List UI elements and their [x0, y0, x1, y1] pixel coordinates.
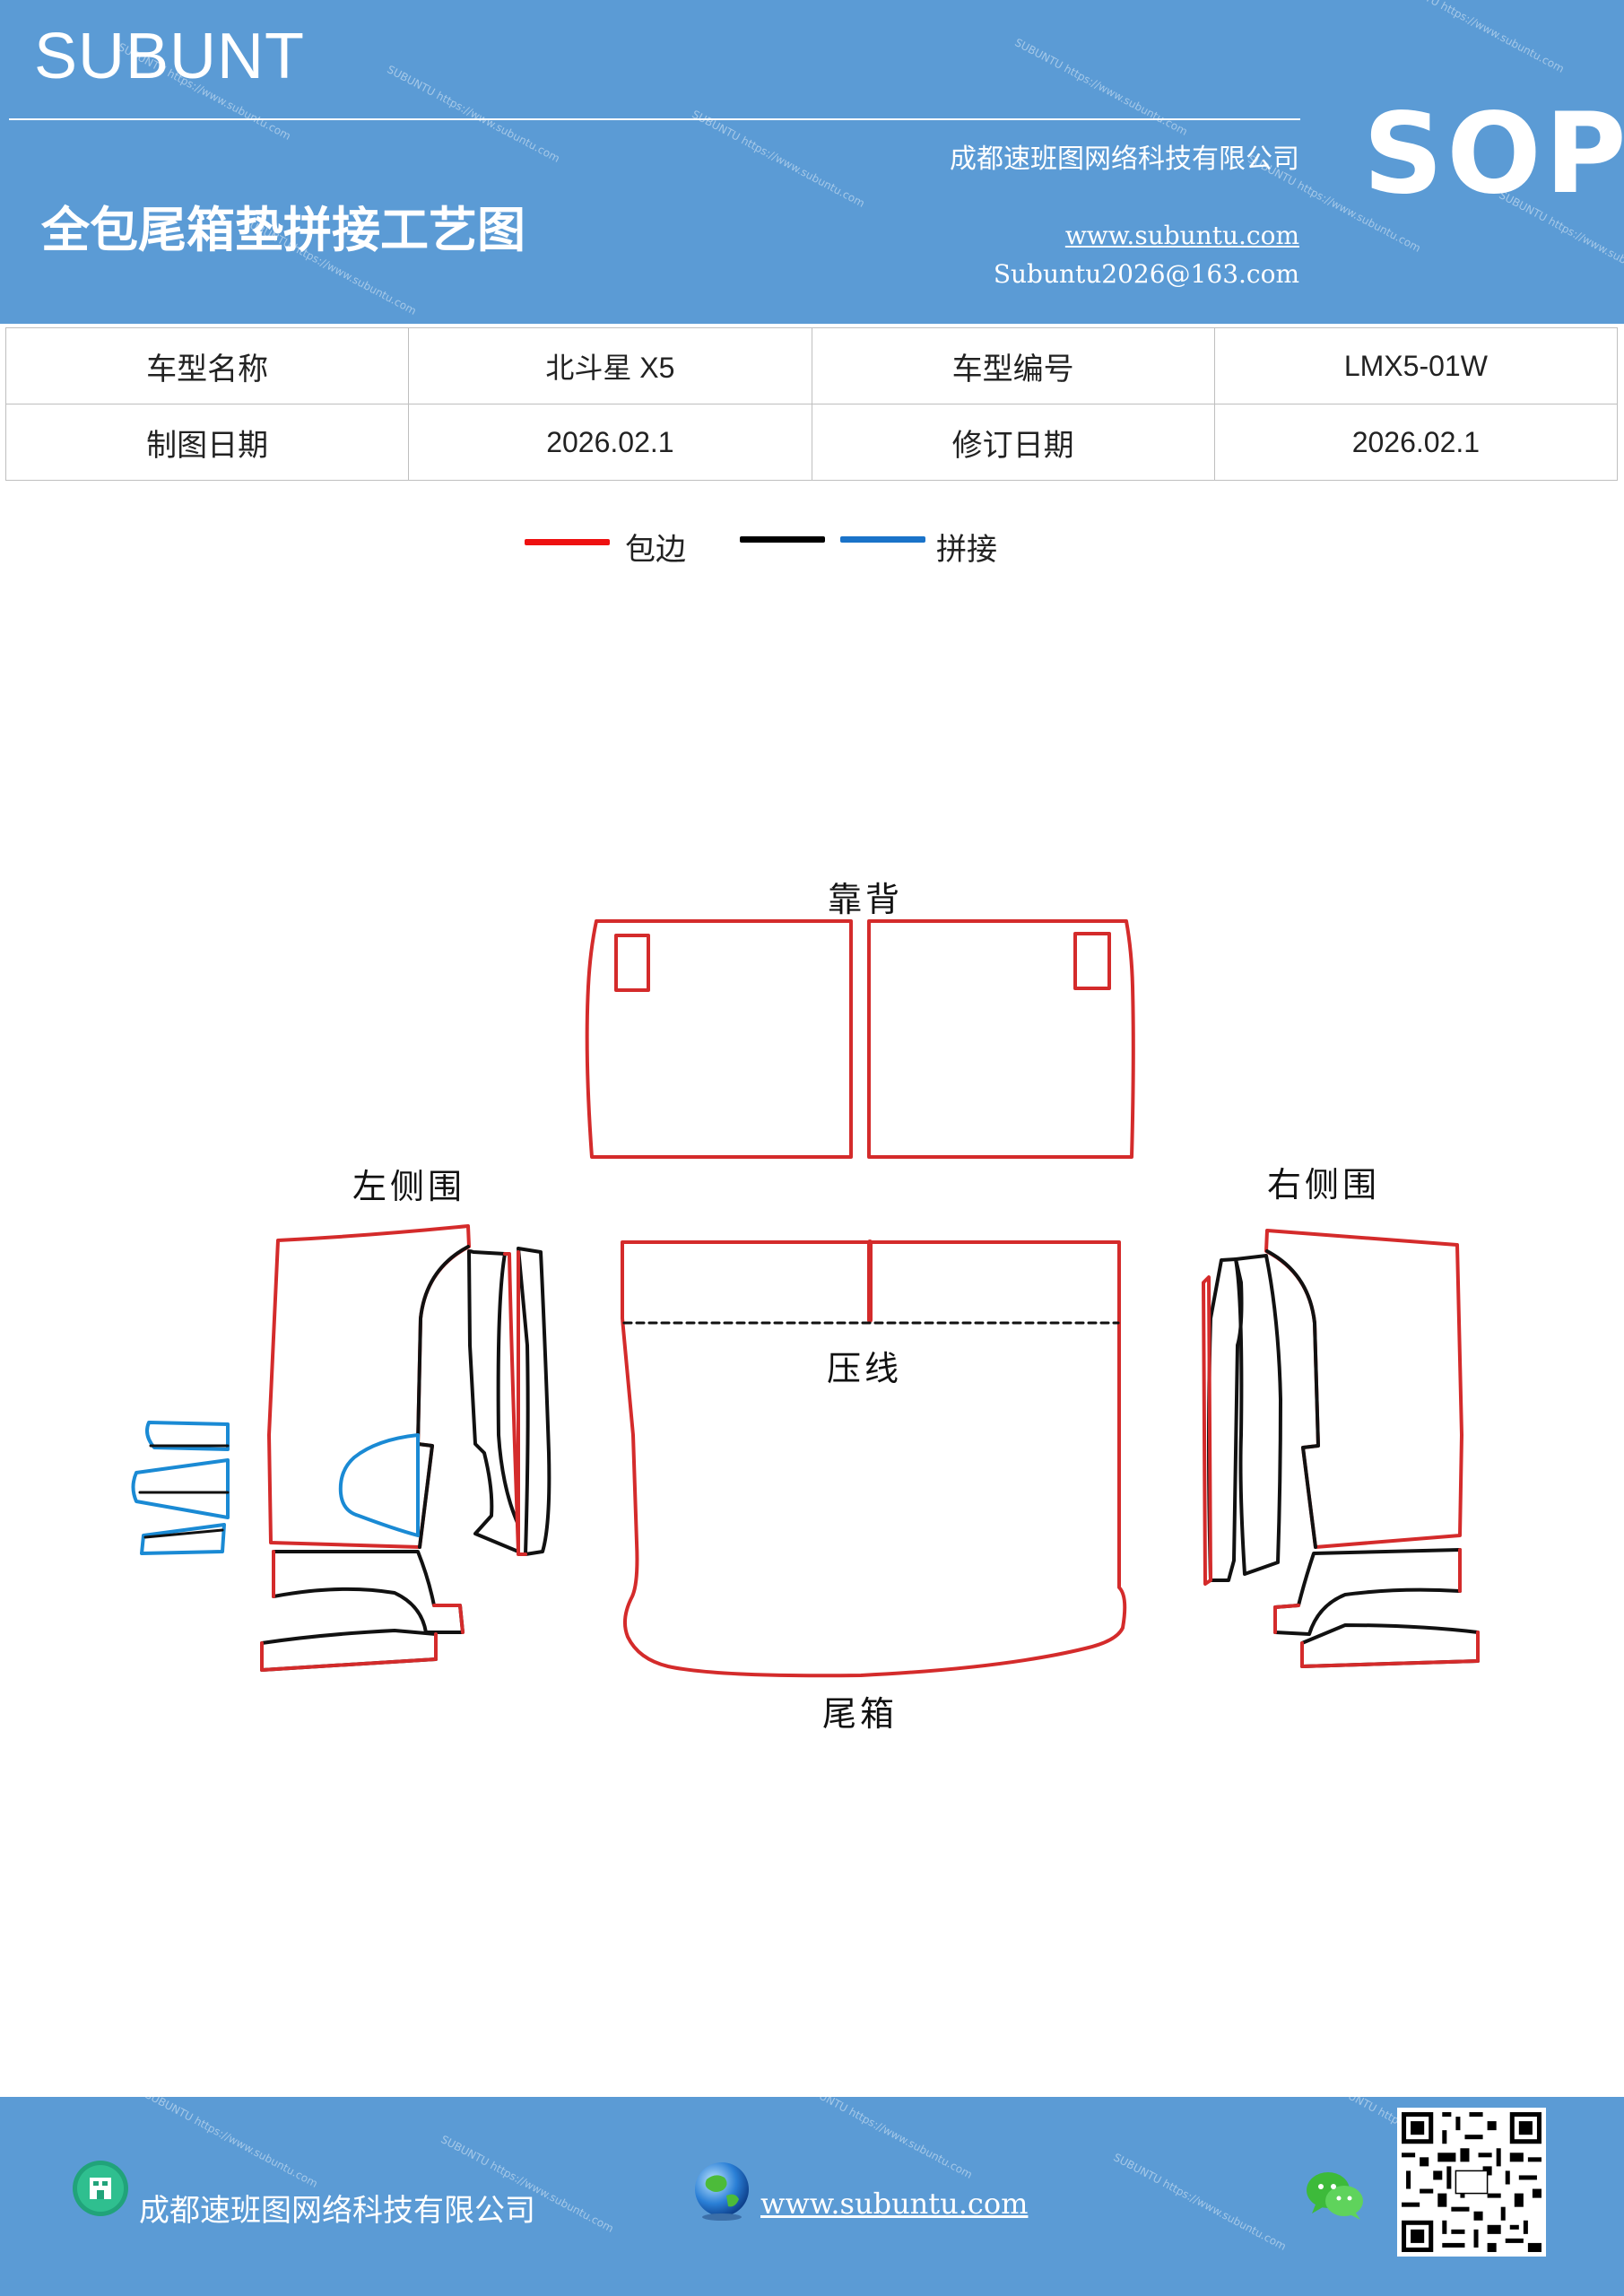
wechat-icon[interactable]: [1305, 2169, 1366, 2222]
table-cell-value: 2026.02.1: [1213, 404, 1619, 481]
page-title: 全包尾箱垫拼接工艺图: [41, 202, 525, 258]
footer-website-link[interactable]: www.subuntu.com: [760, 2187, 1029, 2221]
left-side-label: 左侧围: [352, 1167, 466, 1206]
trunk-floor: [621, 1239, 1127, 1678]
footer-company-name: 成都速班图网络科技有限公司: [139, 2193, 535, 2229]
right-strip-3: [1202, 1275, 1212, 1586]
brand-name: SUBUNT: [34, 21, 306, 92]
table-cell-value: LMX5-01W: [1213, 327, 1619, 404]
legend-label-join: 拼接: [936, 532, 997, 568]
header-banner: SUBUNTU https://www.subuntu.com SUBUNTU …: [0, 0, 1624, 324]
left-lower-piece-2-edge: [260, 1632, 438, 1672]
right-side-panels: [1202, 1229, 1480, 1668]
header-divider: [9, 118, 1300, 120]
legend-label-edge: 包边: [625, 532, 686, 568]
right-main-panel: [1264, 1229, 1463, 1549]
crease-label: 压线: [827, 1349, 903, 1388]
company-name: 成都速班图网络科技有限公司: [950, 144, 1299, 175]
table-cell-label: 修订日期: [811, 404, 1215, 481]
table-cell-label: 制图日期: [4, 404, 410, 481]
left-join-piece: [338, 1433, 420, 1537]
building-icon: [73, 2161, 128, 2216]
backrest-label: 靠背: [828, 880, 904, 919]
trunk-floor-outline: [621, 1240, 1127, 1678]
left-lower-piece-2: [260, 1629, 438, 1672]
backrest-right-cutout: [1073, 932, 1111, 990]
legend-swatch-join: [840, 536, 925, 543]
footer-banner: SUBUNTU https://www.subuntu.com SUBUNTU …: [0, 2097, 1624, 2296]
table-row: 车型名称 北斗星 X5 车型编号 LMX5-01W: [4, 327, 1619, 404]
left-strip-1: [467, 1249, 520, 1553]
sop-badge: SOP: [1363, 90, 1624, 219]
watermark: SUBUNTU https://www.subuntu.com: [797, 2097, 975, 2181]
table-cell-value: 2026.02.1: [408, 404, 812, 481]
right-lower-piece-1: [1273, 1548, 1462, 1636]
email-address[interactable]: Subuntu2026@163.com: [993, 259, 1299, 289]
table-row: 制图日期 2026.02.1 修订日期 2026.02.1: [4, 404, 1619, 481]
right-lower-piece-2: [1300, 1623, 1480, 1668]
vehicle-info-table: 车型名称 北斗星 X5 车型编号 LMX5-01W 制图日期 2026.02.1…: [4, 327, 1619, 481]
right-main-seam: [1265, 1249, 1320, 1549]
globe-icon: [695, 2162, 749, 2221]
backrest-right-panel: [867, 919, 1135, 1159]
left-small-join-2: [131, 1458, 230, 1519]
left-small-seam: [138, 1444, 230, 1539]
watermark: SUBUNTU https://www.subuntu.com: [1111, 2151, 1289, 2253]
left-main-seam: [416, 1245, 470, 1549]
legend-swatch-edge: [525, 539, 610, 545]
left-strip-2: [517, 1247, 551, 1556]
right-lower-piece-1-edge: [1273, 1548, 1462, 1634]
left-main-panel: [267, 1224, 471, 1549]
left-small-join-1: [145, 1421, 230, 1451]
trunk-mat-diagram: [131, 919, 1480, 1678]
table-cell-label: 车型编号: [811, 327, 1215, 404]
left-strip-1-edge: [503, 1252, 520, 1553]
right-strip-2: [1207, 1257, 1244, 1582]
qr-code: [1397, 2108, 1546, 2257]
backrest-left-panel: [585, 919, 853, 1159]
table-cell-value: 北斗星 X5: [408, 327, 812, 404]
right-strip-1: [1234, 1254, 1282, 1576]
right-lower-piece-2-edge: [1300, 1631, 1480, 1668]
left-lower-piece-1-edge: [272, 1550, 465, 1634]
backrest-panels: [585, 919, 1135, 1159]
website-link[interactable]: www.subuntu.com: [1064, 221, 1299, 250]
left-side-panels: [131, 1224, 551, 1672]
trunk-label: 尾箱: [822, 1694, 899, 1734]
legend-swatch-seam: [740, 536, 825, 543]
left-strip-2-edge: [517, 1250, 527, 1556]
left-small-join-3: [140, 1523, 226, 1555]
watermark: SUBUNTU https://www.subuntu.com: [143, 2097, 320, 2190]
right-side-label: 右侧围: [1267, 1165, 1381, 1205]
left-lower-piece-1: [272, 1550, 465, 1634]
table-cell-label: 车型名称: [4, 327, 410, 404]
backrest-left-cutout: [614, 934, 650, 992]
